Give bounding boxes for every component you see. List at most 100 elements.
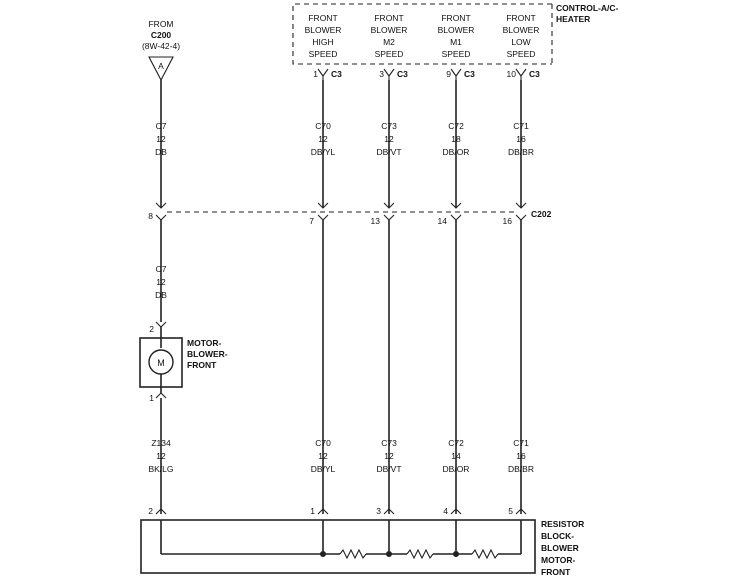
svg-text:FRONT: FRONT: [506, 13, 535, 23]
motor-pin-top: 2: [149, 324, 154, 334]
svg-text:Z134: Z134: [151, 438, 171, 448]
svg-text:MOTOR-: MOTOR-: [187, 338, 221, 348]
svg-text:DB/BR: DB/BR: [508, 464, 534, 474]
svg-text:12: 12: [156, 277, 166, 287]
svg-text:18: 18: [451, 134, 461, 144]
connector-chevron-icon: [317, 202, 329, 221]
motor-terminal-icon: [155, 392, 167, 399]
source-connector-label: C200: [151, 30, 172, 40]
svg-text:12: 12: [318, 451, 328, 461]
control-module-title-1: CONTROL-A/C-: [556, 3, 618, 13]
module-pin-10: 10: [507, 69, 517, 79]
svg-text:FRONT: FRONT: [308, 13, 337, 23]
module-pin-9: 9: [446, 69, 451, 79]
svg-text:MOTOR-: MOTOR-: [541, 555, 575, 565]
svg-text:1: 1: [310, 506, 315, 516]
wires: [160, 80, 522, 514]
svg-text:DB/OR: DB/OR: [443, 147, 470, 157]
svg-text:RESISTOR: RESISTOR: [541, 519, 584, 529]
svg-text:FRONT: FRONT: [187, 360, 217, 370]
svg-text:7: 7: [309, 216, 314, 226]
terminal-fork-icon: [450, 68, 462, 80]
svg-text:14: 14: [438, 216, 448, 226]
motor-terminal-icon: [155, 321, 167, 328]
svg-text:12: 12: [156, 134, 166, 144]
motor-wire-labels: C7 12 DB: [155, 264, 167, 300]
svg-text:FRONT: FRONT: [441, 13, 470, 23]
svg-text:SPEED: SPEED: [309, 49, 338, 59]
svg-text:C71: C71: [513, 121, 529, 131]
svg-text:BLOWER-: BLOWER-: [187, 349, 228, 359]
resistor-icon: [339, 548, 367, 560]
svg-text:12: 12: [384, 451, 394, 461]
source-ref-label: (8W-42-4): [142, 41, 180, 51]
svg-text:12: 12: [384, 134, 394, 144]
module-pin-3: 3: [379, 69, 384, 79]
svg-text:3: 3: [376, 506, 381, 516]
speed-label-m1: FRONT BLOWER M1 SPEED: [438, 13, 475, 59]
svg-text:C71: C71: [513, 438, 529, 448]
c202-label: C202: [531, 209, 552, 219]
svg-text:C73: C73: [381, 438, 397, 448]
svg-text:FRONT: FRONT: [374, 13, 403, 23]
svg-text:BK/LG: BK/LG: [148, 464, 173, 474]
svg-text:DB/VT: DB/VT: [376, 147, 401, 157]
svg-text:C73: C73: [381, 121, 397, 131]
connector-chevron-icon: [155, 202, 167, 221]
connector-chevron-icon: [450, 202, 462, 221]
svg-text:M1: M1: [450, 37, 462, 47]
svg-text:C7: C7: [156, 264, 167, 274]
terminal-caret-icon: [383, 508, 395, 515]
speed-label-m2: FRONT BLOWER M2 SPEED: [371, 13, 408, 59]
svg-text:12: 12: [156, 451, 166, 461]
svg-text:5: 5: [508, 506, 513, 516]
svg-text:BLOWER: BLOWER: [371, 25, 408, 35]
svg-text:LOW: LOW: [511, 37, 530, 47]
svg-text:SPEED: SPEED: [507, 49, 536, 59]
control-module-outline: [292, 3, 552, 65]
source-reference: FROM C200 (8W-42-4) A: [142, 19, 180, 82]
svg-text:DB/OR: DB/OR: [443, 464, 470, 474]
control-module-title-2: HEATER: [556, 14, 590, 24]
svg-text:C70: C70: [315, 121, 331, 131]
svg-text:HIGH: HIGH: [312, 37, 333, 47]
terminal-fork-icon: [515, 68, 527, 80]
svg-text:8: 8: [148, 211, 153, 221]
terminal-caret-icon: [317, 508, 329, 515]
svg-text:BLOWER: BLOWER: [305, 25, 342, 35]
svg-text:13: 13: [371, 216, 381, 226]
svg-text:C72: C72: [448, 438, 464, 448]
svg-text:M2: M2: [383, 37, 395, 47]
speed-label-high: FRONT BLOWER HIGH SPEED: [305, 13, 342, 59]
svg-text:BLOWER: BLOWER: [438, 25, 475, 35]
resistor-block-box: [140, 519, 536, 574]
svg-text:SPEED: SPEED: [375, 49, 404, 59]
motor-symbol: M: [157, 358, 165, 368]
svg-text:DB/YL: DB/YL: [311, 464, 336, 474]
svg-text:SPEED: SPEED: [442, 49, 471, 59]
module-connector-c3: C3: [529, 69, 540, 79]
splice-dot: [453, 551, 459, 557]
svg-text:DB/YL: DB/YL: [311, 147, 336, 157]
terminal-caret-icon: [450, 508, 462, 515]
splice-dot: [320, 551, 326, 557]
motor-pin-bottom: 1: [149, 393, 154, 403]
connector-chevron-icon: [383, 202, 395, 221]
svg-text:4: 4: [443, 506, 448, 516]
terminal-caret-icon: [515, 508, 527, 515]
inline-connector-c202: C202 8 7 13 14 16: [148, 202, 552, 226]
terminal-fork-icon: [317, 68, 329, 80]
svg-text:DB: DB: [155, 147, 167, 157]
svg-text:BLOWER: BLOWER: [503, 25, 540, 35]
module-terminals: [317, 68, 527, 80]
blower-motor: 2 M 1 MOTOR- BLOWER- FRONT: [139, 321, 228, 403]
source-arrow-label: A: [158, 61, 164, 71]
splice-dot: [386, 551, 392, 557]
svg-text:14: 14: [451, 451, 461, 461]
resistor-icon: [406, 548, 434, 560]
module-connector-c3: C3: [397, 69, 408, 79]
svg-text:16: 16: [516, 134, 526, 144]
module-connector-c3: C3: [464, 69, 475, 79]
speed-label-low: FRONT BLOWER LOW SPEED: [503, 13, 540, 59]
